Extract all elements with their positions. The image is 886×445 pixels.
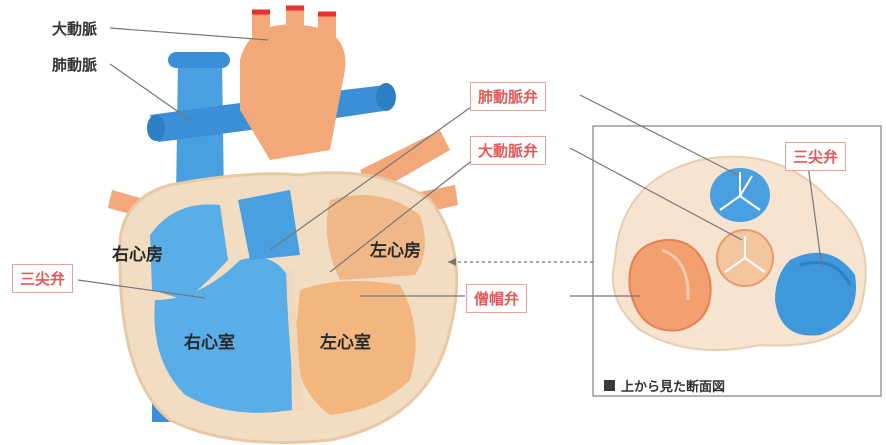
inset-caption: 上から見た断面図 [604,376,725,395]
label-aortic-valve: 大動脈弁 [470,136,546,165]
label-left-atrium: 左心房 [370,236,421,261]
inset-caption-text: 上から見た断面図 [621,376,725,395]
caption-square-icon [604,380,615,391]
label-mitral-valve: 僧帽弁 [466,284,527,313]
label-left-ventricle: 左心室 [320,328,371,353]
label-right-atrium: 右心房 [112,240,163,265]
label-tricuspid-valve: 三尖弁 [12,264,73,293]
label-aorta: 大動脈 [52,18,97,39]
label-tricuspid-inset: 三尖弁 [785,142,846,171]
label-pulmonary-valve: 肺動脈弁 [470,82,546,111]
label-pulmonary-artery: 肺動脈 [52,54,97,75]
label-right-ventricle: 右心室 [184,328,235,353]
